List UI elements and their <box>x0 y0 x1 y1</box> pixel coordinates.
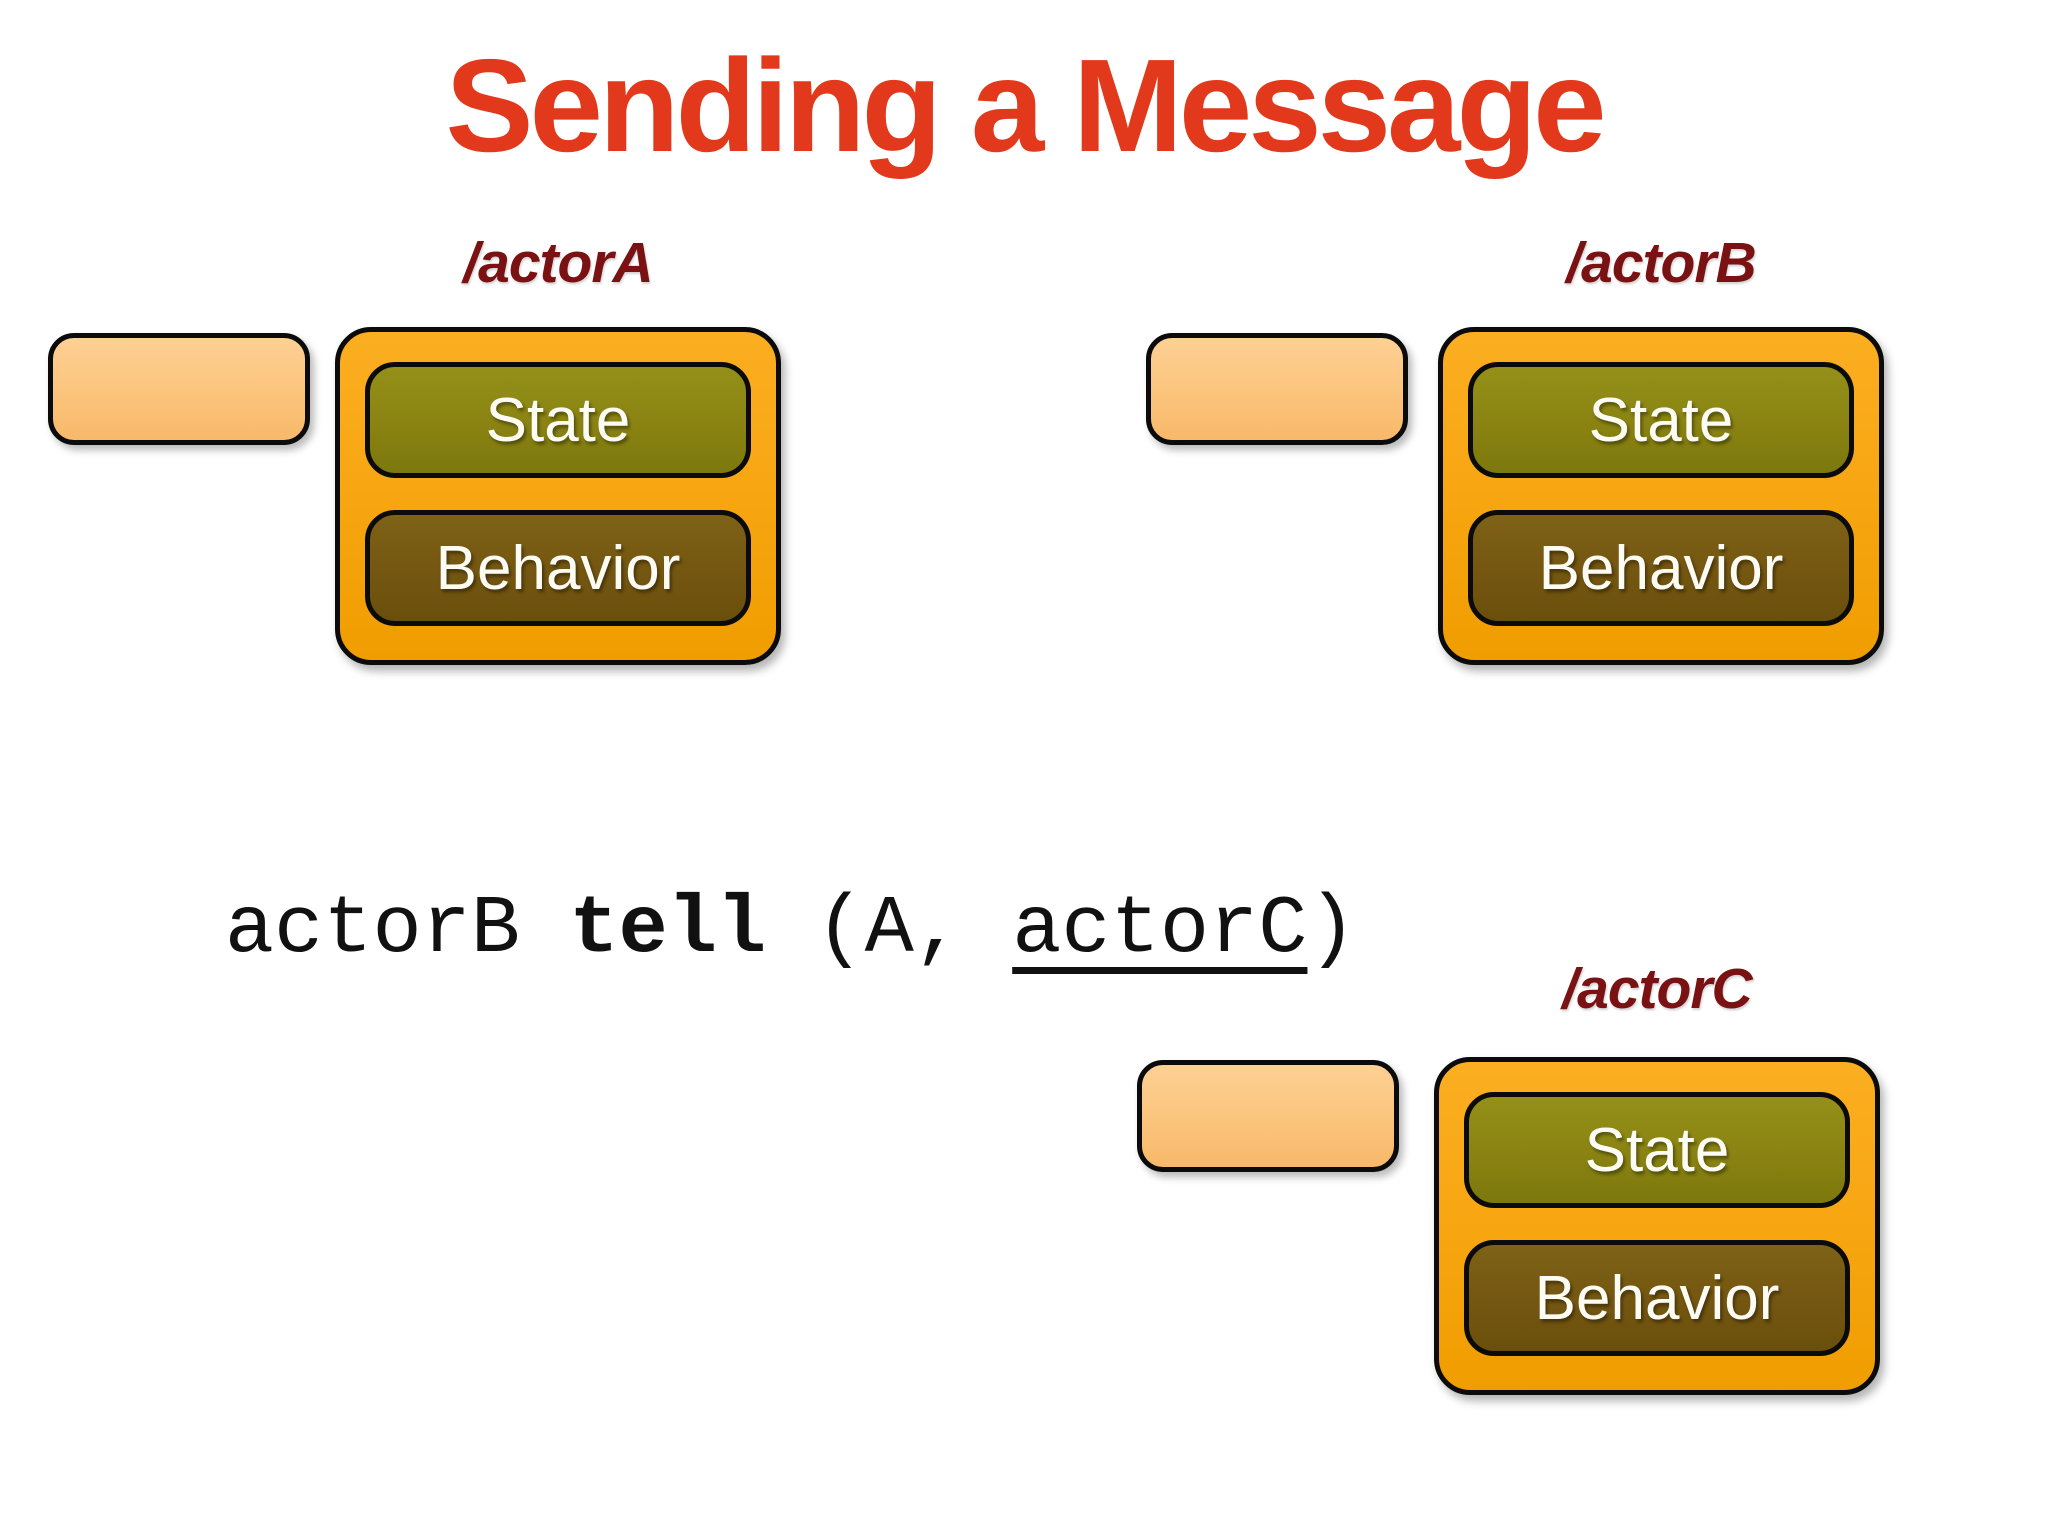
actor-a-mailbox-shape <box>48 333 310 445</box>
code-tell-keyword: tell <box>569 882 767 976</box>
actor-c-state-label: State <box>1584 1115 1730 1185</box>
slide-title: Sending a Message <box>445 32 1606 179</box>
actor-a-box: State Behavior <box>335 327 781 665</box>
code-args-open: (A, <box>766 882 1013 976</box>
actor-b-state-box: State <box>1468 362 1854 478</box>
actor-b-path-label: /actorB <box>1566 231 1756 295</box>
actor-c-state-box: State <box>1464 1092 1850 1208</box>
code-close-paren: ) <box>1307 882 1357 976</box>
actor-b-mailbox-shape <box>1146 333 1408 445</box>
actor-c-mailbox-shape <box>1137 1060 1399 1172</box>
actor-a-behavior-box: Behavior <box>365 510 751 626</box>
actor-b-state-label: State <box>1588 385 1734 455</box>
actor-a-behavior-label: Behavior <box>435 533 681 603</box>
actor-a-state-label: State <box>485 385 631 455</box>
actor-c-path-label: /actorC <box>1562 957 1752 1021</box>
actor-c-behavior-box: Behavior <box>1464 1240 1850 1356</box>
code-actor-c-ref: actorC <box>1012 882 1308 976</box>
code-line: actorB tell (A, actorC) <box>28 770 1357 1090</box>
actor-a-path-label: /actorA <box>463 231 653 295</box>
actor-b-behavior-label: Behavior <box>1538 533 1784 603</box>
actor-b-box: State Behavior <box>1438 327 1884 665</box>
actor-c-behavior-label: Behavior <box>1534 1263 1780 1333</box>
code-receiver: actorB <box>224 882 570 976</box>
actor-a-state-box: State <box>365 362 751 478</box>
actor-c-box: State Behavior <box>1434 1057 1880 1395</box>
actor-b-behavior-box: Behavior <box>1468 510 1854 626</box>
